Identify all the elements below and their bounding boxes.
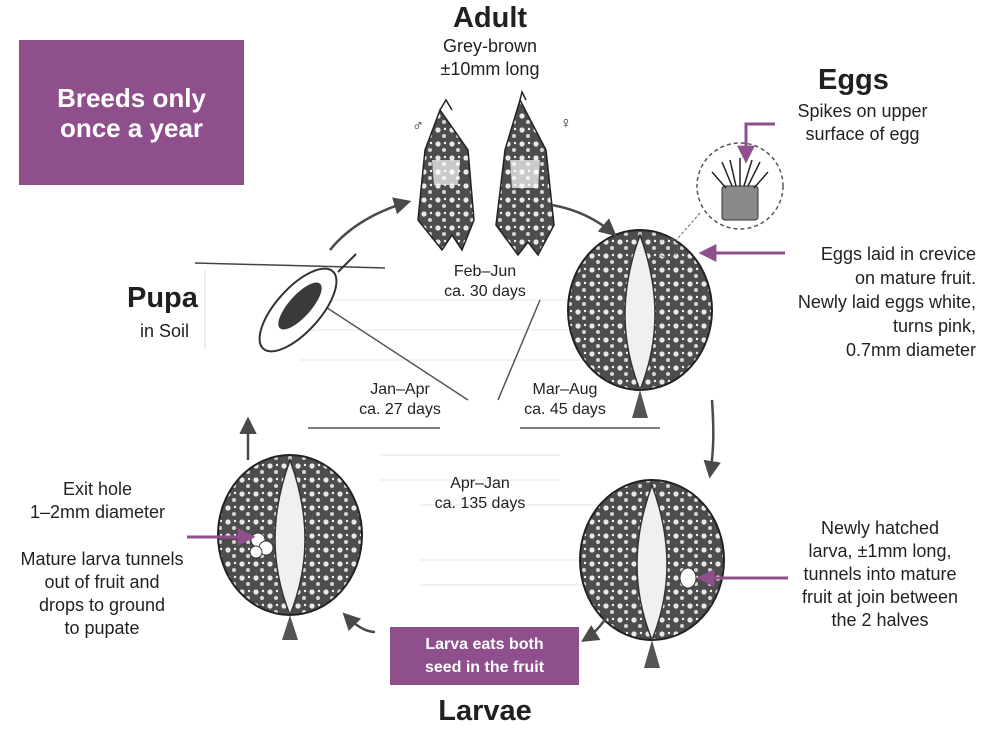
mature-larva-note: Mature larva tunnels out of fruit and dr…	[2, 548, 202, 640]
eggs-laid-line: on mature fruit.	[750, 266, 976, 290]
hatched-line: Newly hatched	[780, 517, 980, 540]
period-pupa-days: ca. 27 days	[335, 400, 465, 420]
eggs-spikes-note: Spikes on upper surface of egg	[775, 100, 950, 146]
exit-hole-note: Exit hole 1–2mm diameter	[10, 478, 185, 524]
period-larvae-months: Apr–Jan	[415, 474, 545, 494]
hatched-note: Newly hatched larva, ±1mm long, tunnels …	[780, 517, 980, 632]
moth-male-icon	[418, 100, 474, 250]
hatched-line: fruit at join between	[780, 586, 980, 609]
eggs-laid-line: turns pink,	[750, 314, 976, 338]
breeds-banner: Breeds only once a year	[19, 40, 244, 185]
eggs-title: Eggs	[818, 64, 889, 97]
eggs-spikes-line2: surface of egg	[775, 123, 950, 146]
adult-colour: Grey-brown	[390, 35, 590, 58]
hatched-line: larva, ±1mm long,	[780, 540, 980, 563]
exit-hole-line: Exit hole	[10, 478, 185, 501]
period-larvae-days: ca. 135 days	[415, 494, 545, 514]
female-symbol: ♀	[560, 115, 572, 133]
larvae-title: Larvae	[385, 695, 585, 728]
eggs-laid-line: Newly laid eggs white,	[750, 290, 976, 314]
mature-larva-line: drops to ground	[2, 594, 202, 617]
period-pupa-months: Jan–Apr	[335, 380, 465, 400]
breeds-banner-text: Breeds only once a year	[57, 83, 207, 143]
eggs-laid-line: 0.7mm diameter	[750, 338, 976, 362]
eggs-laid-line: Eggs laid in crevice	[750, 242, 976, 266]
larva-eats-line1: Larva eats both	[390, 633, 579, 656]
pupa-title: Pupa	[127, 282, 198, 315]
period-adult-days: ca. 30 days	[420, 282, 550, 302]
fruit-hatched-icon	[580, 480, 724, 668]
male-symbol: ♂	[412, 118, 424, 136]
eggs-laid-note: Eggs laid in crevice on mature fruit. Ne…	[750, 242, 976, 362]
exit-hole-line: 1–2mm diameter	[10, 501, 185, 524]
adult-group: Adult Grey-brown ±10mm long	[390, 2, 590, 81]
period-adult-months: Feb–Jun	[420, 262, 550, 282]
hatched-line: tunnels into mature	[780, 563, 980, 586]
egg-magnified-icon	[672, 143, 783, 245]
period-eggs: Mar–Aug ca. 45 days	[500, 380, 630, 420]
period-eggs-months: Mar–Aug	[500, 380, 630, 400]
pupa-cocoon-icon	[247, 254, 356, 363]
adult-length: ±10mm long	[390, 58, 590, 81]
soil-line	[195, 263, 385, 268]
eggs-spikes-line1: Spikes on upper	[775, 100, 950, 123]
mature-larva-line: out of fruit and	[2, 571, 202, 594]
larva-eats-box: Larva eats both seed in the fruit	[390, 627, 579, 685]
mature-larva-line: Mature larva tunnels	[2, 548, 202, 571]
pupa-subtitle: in Soil	[140, 320, 189, 343]
period-larvae: Apr–Jan ca. 135 days	[415, 474, 545, 514]
hatched-line: the 2 halves	[780, 609, 980, 632]
adult-title: Adult	[390, 2, 590, 35]
mature-larva-line: to pupate	[2, 617, 202, 640]
period-adult: Feb–Jun ca. 30 days	[420, 262, 550, 302]
moth-female-icon	[496, 92, 554, 255]
period-eggs-days: ca. 45 days	[500, 400, 630, 420]
larva-eats-line2: seed in the fruit	[390, 656, 579, 679]
period-pupa: Jan–Apr ca. 27 days	[335, 380, 465, 420]
fruit-exit-icon	[218, 455, 362, 640]
